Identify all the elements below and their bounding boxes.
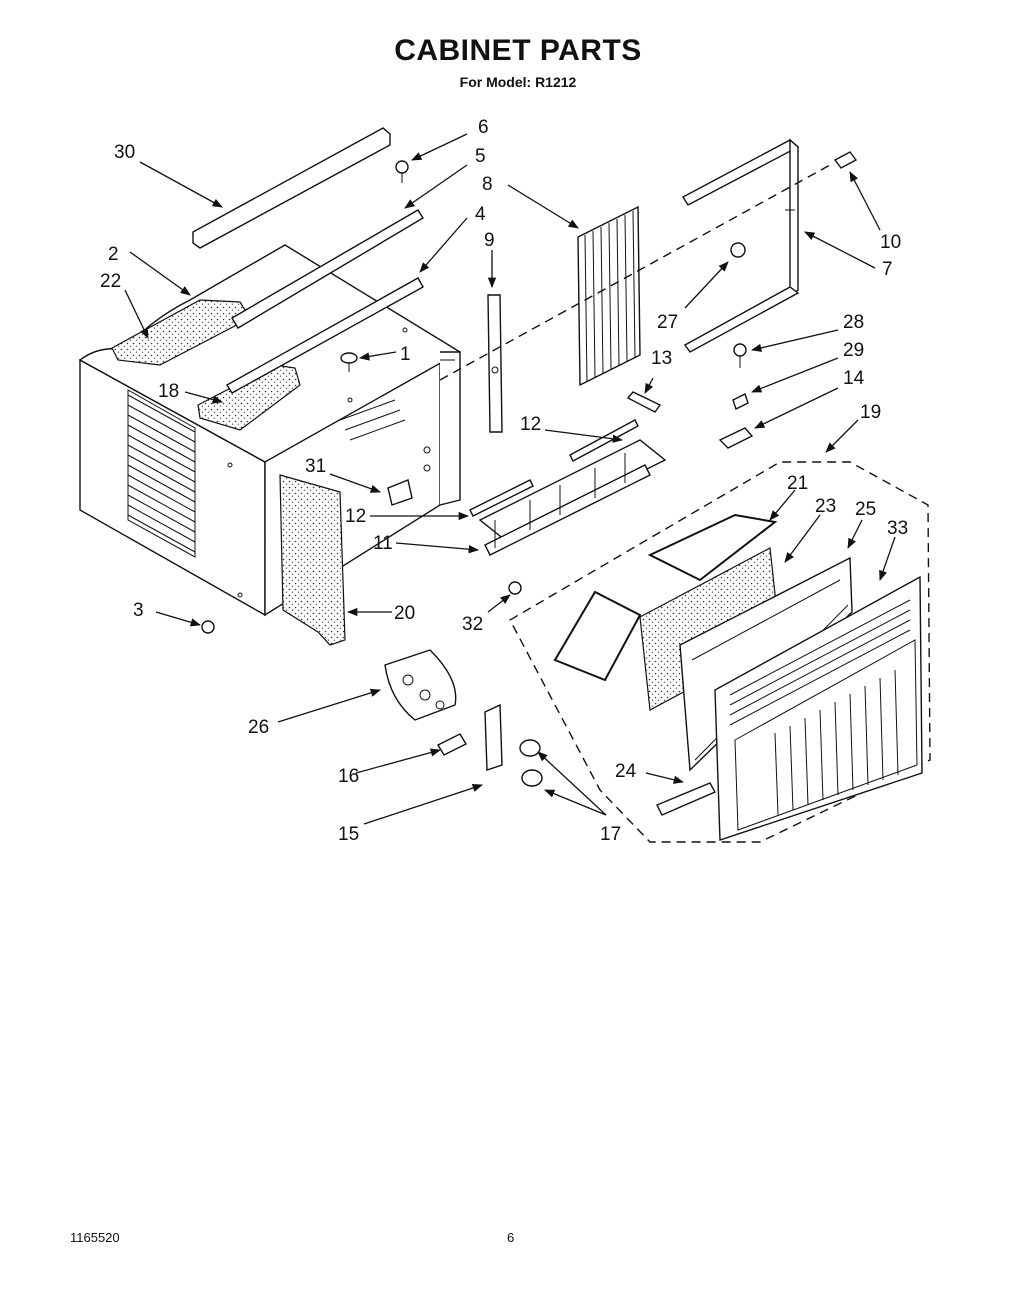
cabinet-shell bbox=[78, 244, 462, 617]
knob-16 bbox=[437, 733, 467, 756]
bracket-9 bbox=[487, 294, 503, 433]
callout-24: 24 bbox=[615, 761, 637, 782]
callout-25: 25 bbox=[855, 499, 876, 520]
document-number: 1165520 bbox=[70, 1230, 120, 1245]
screw-10 bbox=[833, 151, 858, 169]
callout-6: 6 bbox=[478, 117, 489, 138]
wire-frame-21 bbox=[553, 513, 778, 682]
rail-30 bbox=[192, 127, 391, 249]
rail-4 bbox=[226, 277, 424, 394]
screw-32 bbox=[508, 581, 522, 595]
strip-24 bbox=[656, 782, 716, 816]
callout-27: 27 bbox=[657, 312, 678, 333]
page-number: 6 bbox=[507, 1230, 515, 1245]
callout-21: 21 bbox=[787, 473, 808, 494]
bracket-15 bbox=[484, 703, 503, 771]
callout-10: 10 bbox=[880, 232, 901, 253]
front-grille-33 bbox=[714, 575, 923, 841]
callout-11: 11 bbox=[373, 533, 393, 554]
front-assembly-boundary bbox=[509, 461, 931, 843]
callout-7: 7 bbox=[882, 259, 893, 280]
callout-14: 14 bbox=[843, 368, 865, 389]
callout-30: 30 bbox=[114, 142, 135, 163]
model-subtitle: For Model: R1212 bbox=[459, 74, 577, 90]
knob-1 bbox=[340, 352, 358, 372]
curtain-panel-8 bbox=[577, 205, 641, 387]
plug-27 bbox=[730, 242, 746, 258]
callout-28: 28 bbox=[843, 312, 864, 333]
frame-7 bbox=[682, 138, 800, 353]
callout-26: 26 bbox=[248, 717, 269, 738]
screw-3 bbox=[201, 620, 215, 634]
bracket-26 bbox=[384, 649, 457, 721]
page-title: CABINET PARTS bbox=[394, 34, 642, 67]
callout-2: 2 bbox=[108, 244, 119, 265]
callout-8: 8 bbox=[482, 174, 493, 195]
clip-14 bbox=[718, 427, 754, 449]
rail-5 bbox=[231, 209, 424, 329]
callout-12-lower: 12 bbox=[345, 506, 366, 527]
callout-12-upper: 12 bbox=[520, 414, 541, 435]
callout-4: 4 bbox=[475, 204, 486, 225]
callout-22: 22 bbox=[100, 271, 121, 292]
callout-23: 23 bbox=[815, 496, 836, 517]
callout-33: 33 bbox=[887, 518, 908, 539]
callout-1: 1 bbox=[400, 344, 411, 365]
callout-20: 20 bbox=[394, 603, 415, 624]
callout-15: 15 bbox=[338, 824, 359, 845]
callout-29: 29 bbox=[843, 340, 864, 361]
clip-29 bbox=[732, 393, 749, 410]
screw-6 bbox=[395, 160, 409, 183]
callout-9: 9 bbox=[484, 230, 495, 251]
callout-17: 17 bbox=[600, 824, 621, 845]
callout-3: 3 bbox=[133, 600, 144, 621]
damper-assembly bbox=[469, 391, 667, 556]
bracket-31 bbox=[387, 479, 413, 506]
callout-19: 19 bbox=[860, 402, 881, 423]
callout-16: 16 bbox=[338, 766, 359, 787]
callout-32: 32 bbox=[462, 614, 483, 635]
callout-18: 18 bbox=[158, 381, 179, 402]
screw-28 bbox=[733, 343, 747, 368]
side-louvers bbox=[127, 389, 196, 558]
foam-panel-20 bbox=[279, 474, 346, 646]
callout-5: 5 bbox=[475, 146, 486, 167]
callout-13: 13 bbox=[651, 348, 672, 369]
callout-31: 31 bbox=[305, 456, 326, 477]
knobs-17 bbox=[519, 739, 543, 787]
